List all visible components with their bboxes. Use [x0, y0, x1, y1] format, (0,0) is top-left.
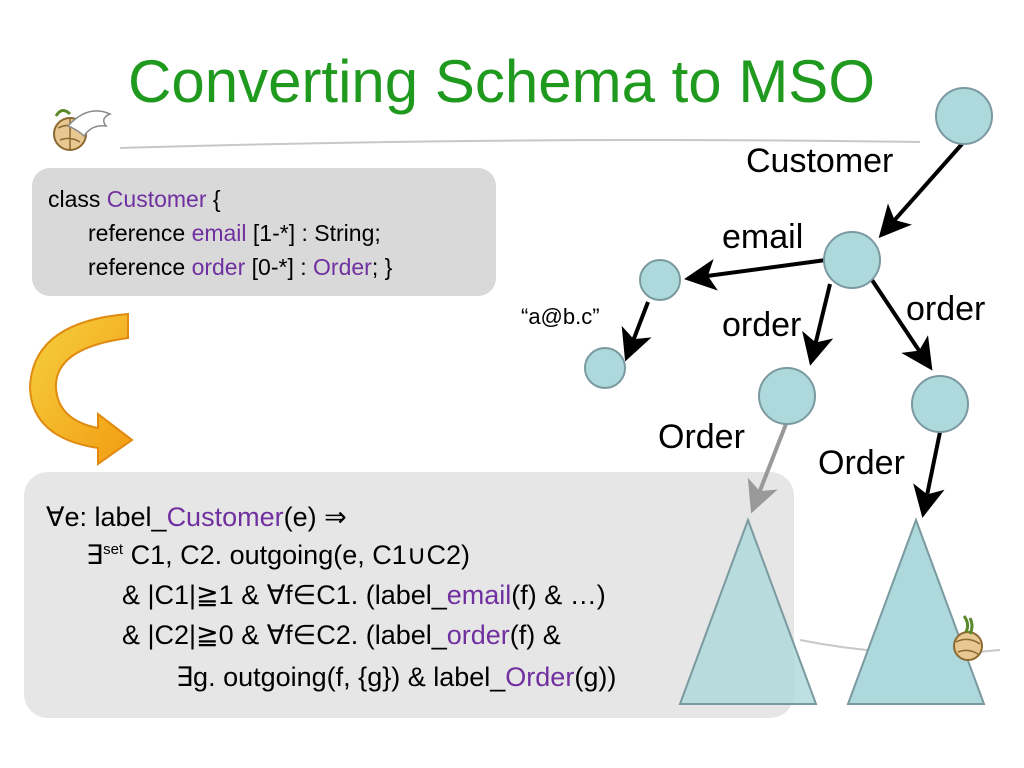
- field-email: email: [191, 220, 247, 246]
- formula-line-5: ∃g. outgoing(f, {g}) & label_Order(g)): [176, 664, 616, 691]
- label-order-type-right: Order: [818, 444, 905, 482]
- formula-line-1: ∀e: label_Customer(e) ⇒: [46, 504, 347, 531]
- node-customer: [823, 231, 881, 289]
- page-title: Converting Schema to MSO: [128, 48, 875, 115]
- title-underline: [120, 139, 920, 149]
- label-order: order: [446, 620, 510, 650]
- formula-text: & |C2|≧0 & ∀f∈C2. (label_: [122, 620, 447, 650]
- node-order-left: [758, 367, 816, 425]
- mso-formula-box: ∀e: label_Customer(e) ⇒ ∃set C1, C2. out…: [24, 472, 794, 718]
- order-multiplicity: [0-*] :: [251, 254, 307, 280]
- edge-order-type-right: [913, 431, 945, 518]
- formula-text: ∃g. outgoing(f, {g}) & label_: [176, 662, 506, 692]
- edge-order-right: [870, 278, 933, 371]
- formula-text: (f) &: [509, 620, 561, 650]
- label-email: email: [722, 218, 803, 256]
- open-brace: {: [212, 186, 221, 212]
- label-email: email: [446, 580, 512, 610]
- curved-down-arrow-icon: [28, 312, 134, 466]
- formula-text: (f) & …): [511, 580, 606, 610]
- formula-text: C1, C2. outgoing(e, C1∪C2): [123, 540, 471, 570]
- formula-text: ∀e: label_: [46, 502, 167, 532]
- field-order: order: [191, 254, 246, 280]
- code-line-email: reference email [1-*] : String;: [88, 222, 381, 245]
- code-line-class: class Customer {: [48, 188, 221, 211]
- label-Order: Order: [505, 662, 575, 692]
- label-order-left: order: [722, 306, 801, 344]
- formula-line-3: & |C1|≧1 & ∀f∈C1. (label_email(f) & …): [122, 582, 606, 609]
- reference-keyword: reference: [88, 220, 186, 246]
- class-name: Customer: [106, 186, 207, 212]
- code-line-order: reference order [0-*] : Order; }: [88, 256, 392, 279]
- reference-keyword: reference: [88, 254, 186, 280]
- node-string: [584, 347, 626, 389]
- label-customer: Customer: [166, 502, 284, 532]
- node-root: [935, 87, 993, 145]
- label-order-type-left: Order: [658, 418, 745, 456]
- formula-text: (e) ⇒: [283, 502, 347, 532]
- schema-code-box: class Customer { reference email [1-*] :…: [32, 168, 496, 296]
- order-type: Order: [313, 254, 372, 280]
- node-order-right: [911, 375, 969, 433]
- set-superscript: set: [103, 541, 124, 558]
- formula-text: & |C1|≧1 & ∀f∈C1. (label_: [122, 580, 447, 610]
- email-type: [1-*] : String;: [252, 220, 381, 246]
- dove-globe-logo-icon: [53, 109, 112, 151]
- label-order-right: order: [906, 290, 985, 328]
- globe-logo-icon: [953, 615, 983, 661]
- edge-email: [684, 258, 827, 291]
- close-brace: ; }: [371, 254, 393, 280]
- formula-line-4: & |C2|≧0 & ∀f∈C2. (label_order(f) &: [122, 622, 561, 649]
- class-keyword: class: [48, 186, 101, 212]
- formula-line-2: ∃set C1, C2. outgoing(e, C1∪C2): [86, 542, 470, 569]
- edge-string-value: [621, 301, 652, 362]
- label-string-value: “a@b.c”: [521, 304, 600, 329]
- formula-text: (g)): [574, 662, 617, 692]
- node-email: [639, 259, 681, 301]
- edge-order-left: [802, 283, 834, 366]
- formula-text: ∃: [86, 540, 104, 570]
